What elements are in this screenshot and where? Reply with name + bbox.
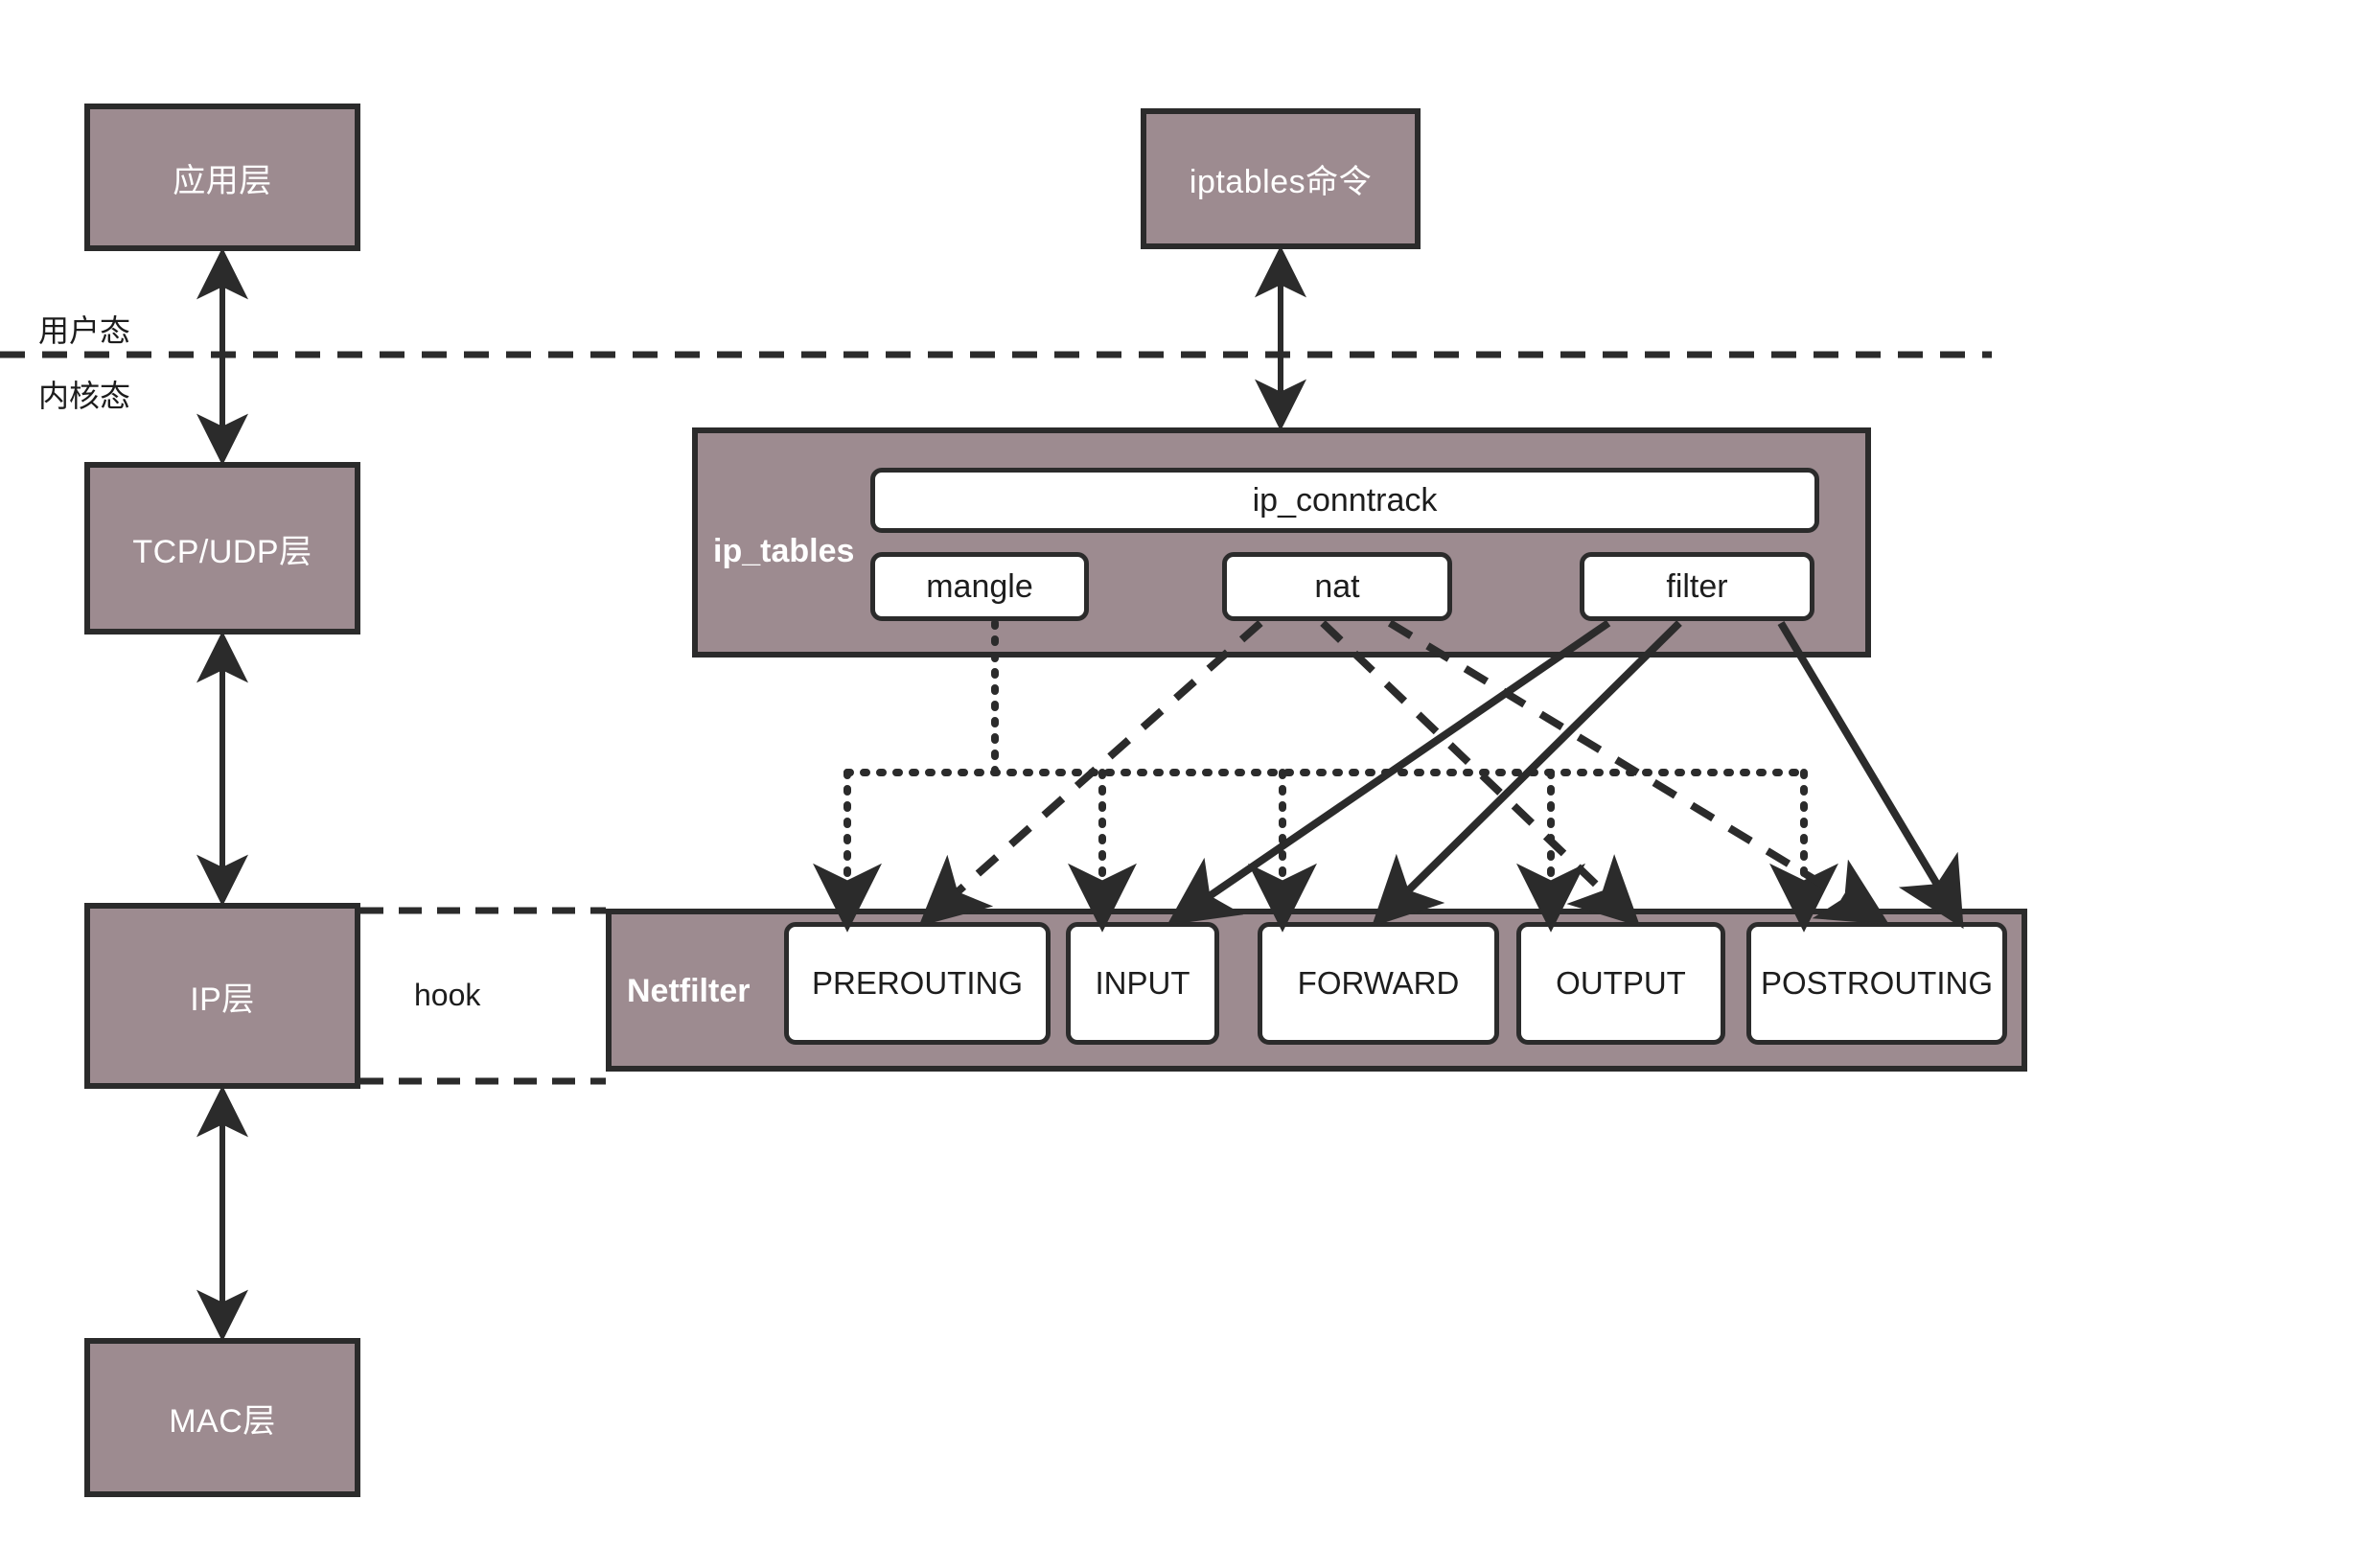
node-table-filter[interactable]: filter: [1580, 552, 1814, 621]
chain-input[interactable]: INPUT: [1066, 922, 1219, 1045]
chain-prerouting[interactable]: PREROUTING: [784, 922, 1051, 1045]
chain-postrouting[interactable]: POSTROUTING: [1746, 922, 2007, 1045]
chain-forward-label: FORWARD: [1297, 965, 1460, 1001]
node-table-nat-label: nat: [1314, 567, 1360, 605]
node-table-mangle[interactable]: mangle: [870, 552, 1089, 621]
chain-postrouting-label: POSTROUTING: [1760, 965, 1993, 1001]
chain-output[interactable]: OUTPUT: [1516, 922, 1725, 1045]
edge-filter-to-input: [1167, 619, 1611, 926]
node-table-mangle-label: mangle: [926, 567, 1033, 605]
node-ip-conntrack-label: ip_conntrack: [1252, 481, 1438, 519]
node-table-nat[interactable]: nat: [1222, 552, 1452, 621]
edge-filter-to-output: [1777, 620, 1964, 929]
container-ip-tables: [692, 427, 1871, 658]
node-mac-layer-label: MAC层: [169, 1402, 276, 1440]
chain-prerouting-label: PREROUTING: [811, 965, 1023, 1001]
container-netfilter-label: Netfilter: [627, 973, 751, 1009]
chain-input-label: INPUT: [1095, 965, 1190, 1001]
node-iptables-command-label: iptables命令: [1189, 164, 1373, 200]
node-mac-layer[interactable]: MAC层: [84, 1338, 360, 1497]
user-mode-label: 用户态: [38, 313, 131, 348]
edge-nat-to-prerouting: [918, 620, 1263, 927]
edge-nat-to-postrouting: [1387, 619, 1889, 925]
edge-filter-to-forward: [1371, 620, 1682, 927]
node-transport-layer[interactable]: TCP/UDP层: [84, 462, 360, 635]
node-ip-conntrack[interactable]: ip_conntrack: [870, 468, 1819, 533]
chain-forward[interactable]: FORWARD: [1258, 922, 1499, 1045]
node-ip-layer-label: IP层: [190, 981, 255, 1018]
node-app-layer[interactable]: 应用层: [84, 104, 360, 251]
node-table-filter-label: filter: [1666, 567, 1728, 605]
node-app-layer-label: 应用层: [173, 162, 272, 199]
edge-nat-to-output: [1320, 620, 1641, 927]
chain-output-label: OUTPUT: [1556, 965, 1686, 1001]
hook-label: hook: [414, 978, 481, 1012]
kernel-mode-label: 内核态: [38, 379, 131, 413]
node-transport-layer-label: TCP/UDP层: [132, 533, 312, 570]
container-ip-tables-label: ip_tables: [713, 533, 855, 569]
node-iptables-command[interactable]: iptables命令: [1141, 108, 1421, 249]
node-ip-layer[interactable]: IP层: [84, 903, 360, 1089]
